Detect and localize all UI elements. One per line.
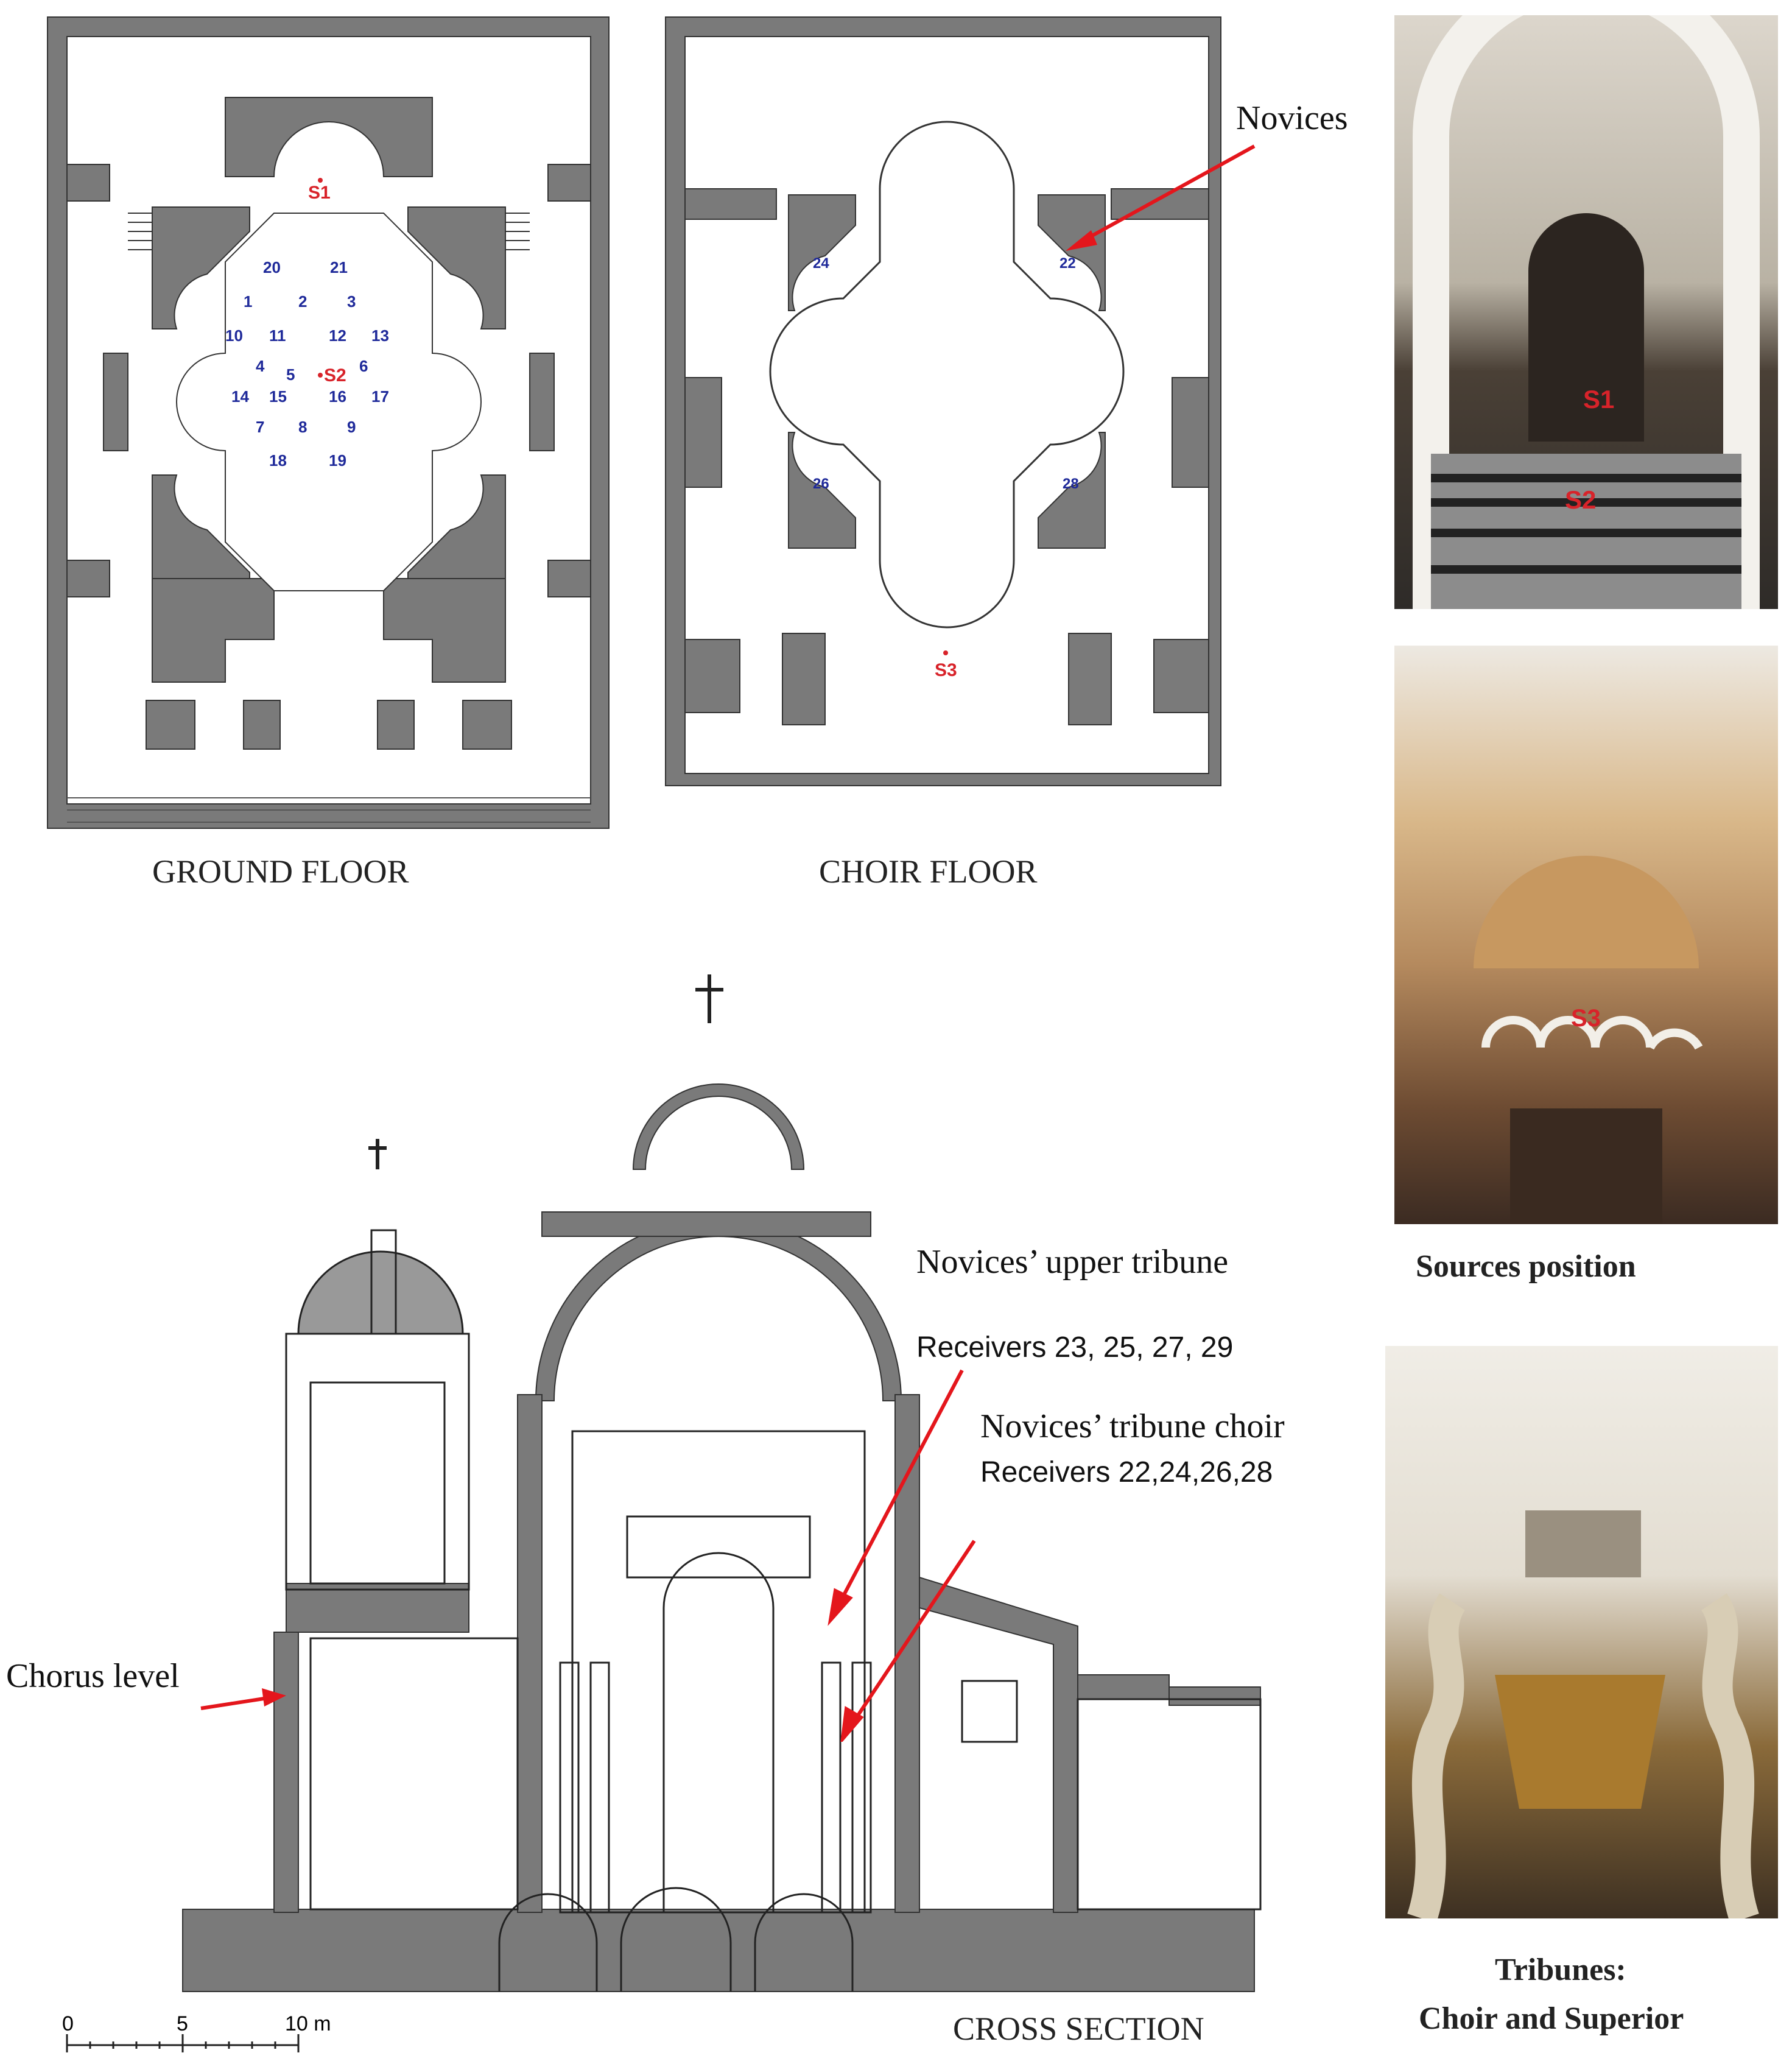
tribune-choir-label: Novices’ tribune choir (980, 1407, 1285, 1445)
receiver-8: 8 (298, 418, 307, 436)
chorus-level-label: Chorus level (6, 1657, 180, 1695)
photo-tribunes (1385, 1346, 1778, 1918)
receiver-9: 9 (347, 418, 356, 436)
photo-sources-s1-s2: S1 S2 (1394, 15, 1778, 609)
choir-floor-caption: CHOIR FLOOR (819, 853, 1038, 890)
choir-floor-plan: 24 22 26 28 S3 (665, 16, 1221, 786)
receiver-11: 11 (269, 326, 286, 345)
scale-bar: 0 5 10 m (62, 2012, 331, 2052)
receiver-16: 16 (329, 387, 346, 406)
cross-section-drawing (182, 974, 1262, 1992)
receiver-5: 5 (286, 365, 295, 384)
photo-label-s3: S3 (1571, 1005, 1601, 1032)
receiver-17: 17 (371, 387, 389, 406)
tribune-choir-arrow (851, 1540, 976, 1725)
photo-source-s3: S3 (1394, 646, 1778, 1224)
sources-position-caption: Sources position (1416, 1249, 1636, 1284)
receiver-15: 15 (269, 387, 287, 406)
receiver-22: 22 (1059, 255, 1076, 272)
upper-tribune-arrow (838, 1369, 964, 1603)
source-s3: S3 (935, 660, 957, 680)
upper-receivers-label: Receivers 23, 25, 27, 29 (916, 1331, 1234, 1364)
receiver-13: 13 (371, 326, 389, 345)
receiver-4: 4 (256, 357, 265, 375)
upper-tribune-label: Novices’ upper tribune (916, 1243, 1229, 1281)
receiver-7: 7 (256, 418, 264, 436)
receiver-1: 1 (244, 292, 252, 311)
receiver-6: 6 (359, 357, 368, 375)
receiver-19: 19 (329, 451, 346, 470)
novices-label: Novices (1236, 99, 1348, 137)
cross-section-caption: CROSS SECTION (953, 2010, 1204, 2047)
receiver-12: 12 (329, 326, 346, 345)
photo-label-s1: S1 (1583, 385, 1614, 414)
section-arrows (827, 1369, 976, 1742)
receiver-10: 10 (225, 326, 243, 345)
receiver-21: 21 (330, 258, 348, 276)
photo-label-s2: S2 (1565, 485, 1596, 514)
receiver-24: 24 (813, 255, 829, 272)
novices-arrow (1066, 144, 1256, 251)
choir-receivers-label: Receivers 22,24,26,28 (980, 1456, 1273, 1488)
receiver-26: 26 (813, 476, 829, 492)
scale-tick-10: 10 m (285, 2012, 331, 2035)
receiver-18: 18 (269, 451, 287, 470)
receiver-2: 2 (298, 292, 307, 311)
receiver-3: 3 (347, 292, 356, 311)
chorus-arrow (200, 1688, 286, 1710)
source-s1: S1 (308, 183, 331, 203)
receiver-28: 28 (1063, 476, 1079, 492)
receiver-20: 20 (263, 258, 281, 276)
receiver-14: 14 (231, 387, 249, 406)
scale-tick-5: 5 (177, 2012, 188, 2035)
tribunes-caption-line1: Tribunes: (1495, 1953, 1626, 1987)
ground-floor-caption: GROUND FLOOR (152, 853, 409, 890)
scale-tick-0: 0 (62, 2012, 74, 2035)
tribunes-caption-line2: Choir and Superior (1419, 2001, 1684, 2036)
ground-floor-plan: 20 21 1 2 3 10 11 12 13 4 5 6 14 15 16 1… (47, 16, 610, 829)
source-s2: S2 (324, 365, 346, 386)
